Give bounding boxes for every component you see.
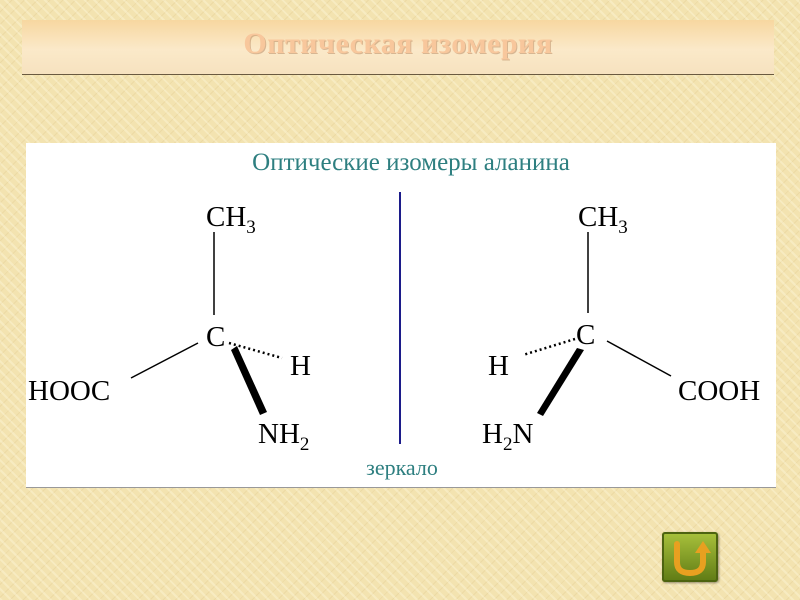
u-turn-arrow-icon xyxy=(674,541,711,577)
left-cooh-bond xyxy=(130,342,199,379)
right-cooh-label: COOH xyxy=(678,375,760,407)
right-nh2-wedge-bond xyxy=(537,348,584,416)
left-h-hashed-bond xyxy=(228,341,283,360)
left-nh2-label: NH2 xyxy=(258,418,309,455)
right-h-label: H xyxy=(488,350,509,382)
left-center-carbon: C xyxy=(206,321,225,353)
figure-heading: Оптические изомеры аланина xyxy=(252,149,570,176)
left-cooh-label: HOOC xyxy=(28,375,110,407)
alanine-isomers-diagram: Оптические изомеры аланина зеркало CH3 C… xyxy=(28,149,760,480)
left-h-label: H xyxy=(290,350,311,382)
right-molecule: CH3 C COOH H H2N xyxy=(482,201,760,455)
right-center-carbon: C xyxy=(576,319,595,351)
slide-title: Оптическая изомерия xyxy=(243,27,553,60)
right-cooh-bond xyxy=(606,340,672,377)
right-nh2-label: H2N xyxy=(482,418,533,455)
title-bar: Оптическая изомерия xyxy=(22,20,774,75)
right-h-hashed-bond xyxy=(522,337,576,357)
left-ch3-label: CH3 xyxy=(206,201,256,238)
mirror-label: зеркало xyxy=(366,455,438,480)
back-button[interactable] xyxy=(662,532,718,582)
figure-panel: Оптические изомеры аланина зеркало CH3 C… xyxy=(26,143,776,488)
left-molecule: CH3 C HOOC H NH2 xyxy=(28,201,311,455)
left-nh2-wedge-bond xyxy=(231,346,267,415)
right-ch3-label: CH3 xyxy=(578,201,628,238)
